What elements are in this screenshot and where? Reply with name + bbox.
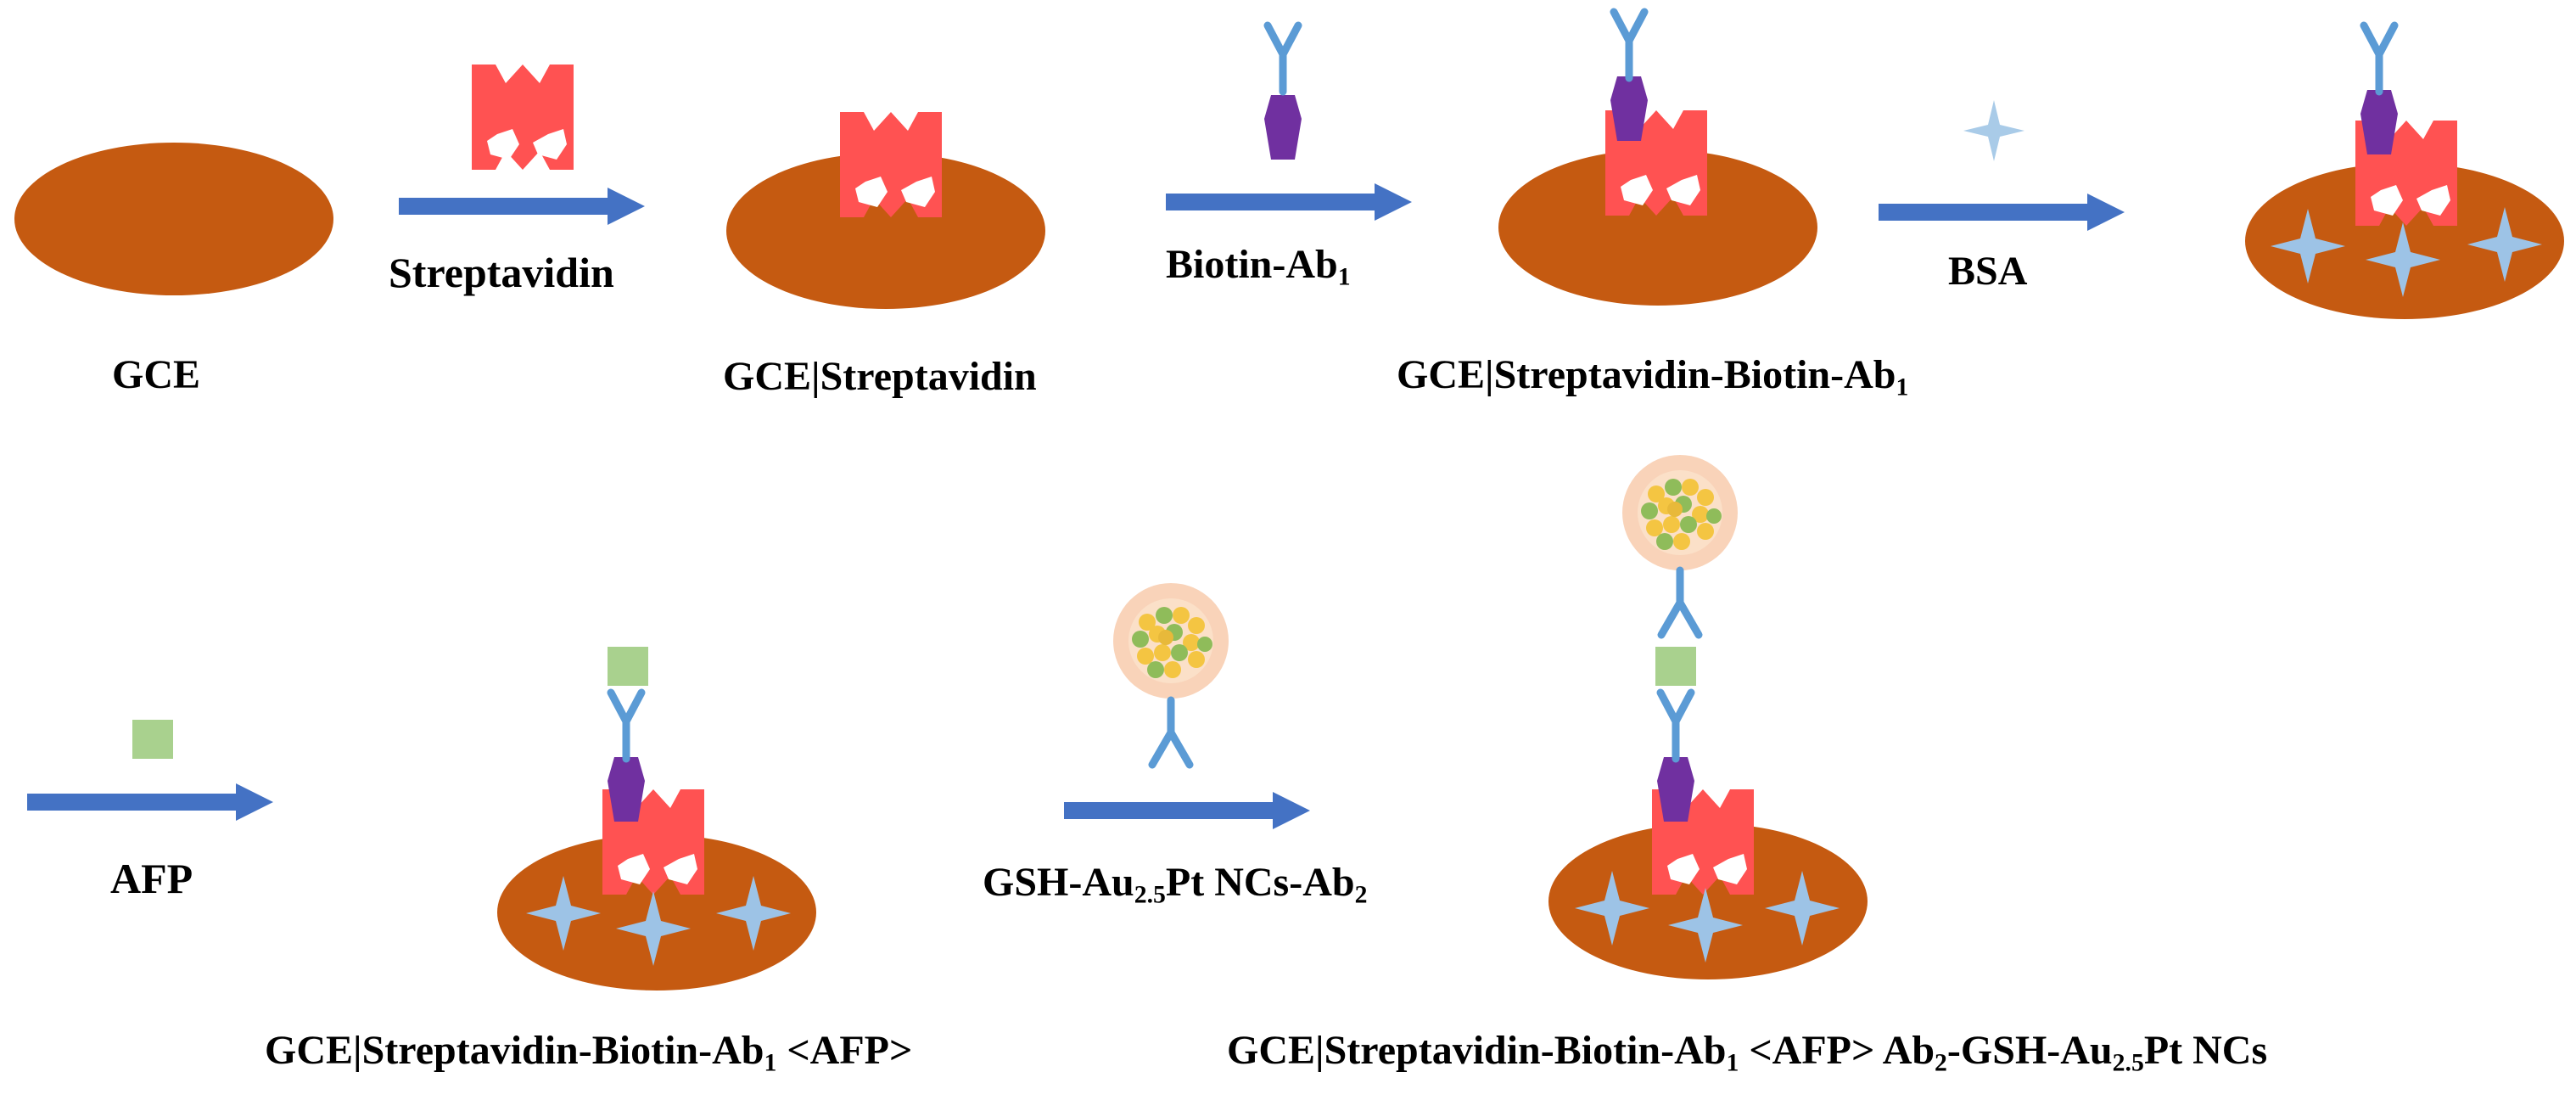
gce-streptavidin-biotin-ab1-electrode: [1498, 12, 1817, 306]
nc-ab2-reagent-icon: [1113, 583, 1229, 765]
label-gce: GCE: [112, 352, 201, 397]
arrow-streptavidin: [399, 188, 645, 225]
gce-electrode: [14, 143, 333, 295]
afp-reagent-icon: [132, 720, 173, 759]
label-gce-sandwich-final: GCE|Streptavidin-Biotin-Ab1 <AFP> Ab2-GS…: [1227, 1028, 2268, 1077]
arrow-label-biotin-ab1: Biotin-Ab1: [1166, 242, 1351, 291]
label-gce-streptavidin-biotin-ab1: GCE|Streptavidin-Biotin-Ab1: [1397, 352, 1909, 401]
biotin-ab1-reagent-icon: [1264, 25, 1302, 160]
gce-bsa-blocked-electrode: [2245, 25, 2564, 319]
arrow-label-afp: AFP: [110, 855, 193, 902]
arrow-afp: [27, 783, 273, 821]
gce-streptavidin-electrode: [726, 112, 1045, 309]
label-gce-streptavidin: GCE|Streptavidin: [723, 354, 1037, 399]
gce-afp-captured-electrode: [497, 647, 816, 991]
bsa-reagent-icon: [1963, 100, 2024, 161]
arrow-label-streptavidin: Streptavidin: [389, 249, 614, 296]
arrow-label-nc-ab2: GSH-Au2.5Pt NCs-Ab2: [983, 860, 1368, 909]
arrow-bsa: [1879, 194, 2125, 231]
gce-sandwich-final-electrode: [1548, 455, 1868, 979]
label-gce-afp-captured: GCE|Streptavidin-Biotin-Ab1 <AFP>: [265, 1028, 913, 1077]
arrow-nc-ab2: [1064, 792, 1310, 829]
streptavidin-reagent-icon: [472, 65, 574, 170]
arrow-biotin-ab1: [1166, 183, 1412, 221]
arrow-label-bsa: BSA: [1948, 249, 2028, 294]
